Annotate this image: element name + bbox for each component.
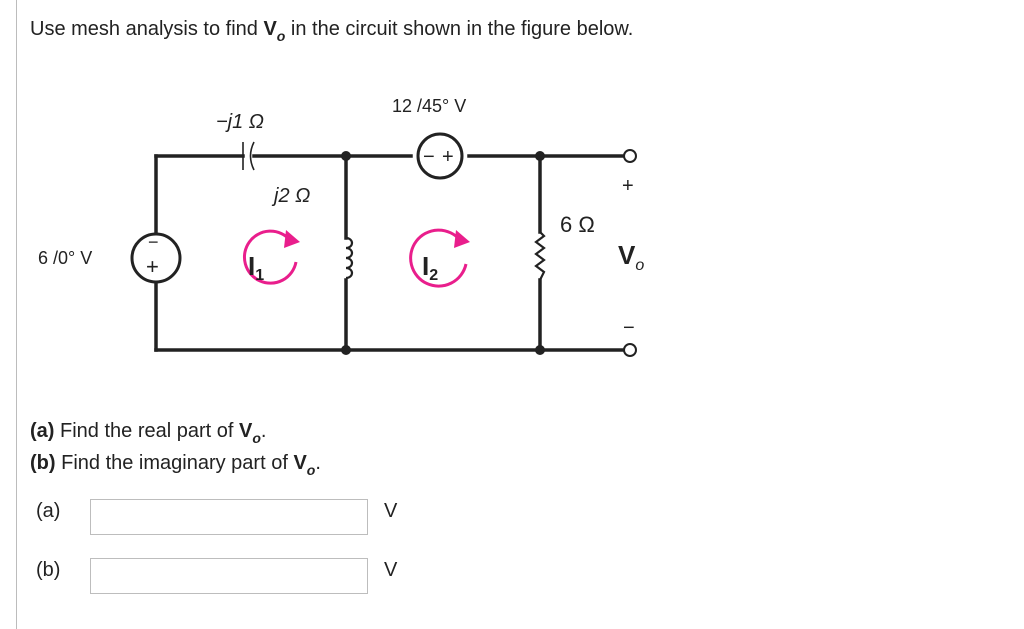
voltage-source-left bbox=[130, 232, 182, 284]
junction-dot bbox=[535, 151, 545, 161]
mesh2-label: I2 bbox=[422, 251, 438, 284]
answer-b-input[interactable] bbox=[90, 558, 368, 594]
part-b-end: . bbox=[315, 452, 321, 474]
circuit-wires bbox=[154, 154, 627, 352]
mesh1-label: I1 bbox=[248, 251, 264, 284]
terminal-top bbox=[623, 149, 637, 163]
answer-a-input[interactable] bbox=[90, 499, 368, 535]
circuit-diagram: −j1 Ω − + 12 /45° V − + 6 /0° V j2 Ω 6 Ω… bbox=[38, 96, 644, 357]
question-var-sub: o bbox=[276, 28, 286, 44]
question-var: V bbox=[263, 18, 277, 40]
answer-a-unit: V bbox=[384, 500, 398, 522]
part-a-end: . bbox=[260, 420, 267, 442]
question-prefix: Use mesh analysis to find bbox=[30, 18, 264, 40]
resistor-label: 6 Ω bbox=[560, 212, 595, 237]
mesh2-arrow-icon bbox=[409, 228, 470, 288]
question-suffix: in the circuit shown in the figure below… bbox=[285, 18, 634, 40]
source-left-minus: − bbox=[148, 232, 159, 252]
output-plus: + bbox=[622, 175, 634, 197]
voltage-source-top bbox=[416, 132, 464, 180]
capacitor-label: −j1 Ω bbox=[216, 111, 264, 133]
question-text: Use mesh analysis to find Vo in the circ… bbox=[30, 16, 634, 44]
source-top-minus: − bbox=[423, 146, 435, 168]
junction-dot bbox=[341, 345, 351, 355]
junction-dot bbox=[535, 345, 545, 355]
source-top-plus: + bbox=[442, 146, 454, 168]
part-a-var: V bbox=[239, 420, 253, 442]
source-left-label: 6 /0° V bbox=[38, 248, 92, 268]
capacitor-icon bbox=[242, 141, 255, 171]
part-b-text: (b) Find the imaginary part of Vo. bbox=[30, 450, 321, 478]
part-a-var-sub: o bbox=[252, 430, 261, 446]
mesh1-arrow-icon bbox=[242, 229, 300, 285]
inductor-label: j2 Ω bbox=[271, 185, 310, 207]
left-border bbox=[16, 0, 17, 629]
part-a-body: Find the real part of bbox=[54, 420, 239, 442]
part-a-text: (a) Find the real part of Vo. bbox=[30, 418, 267, 446]
source-top-label: 12 /45° V bbox=[392, 96, 466, 116]
resistor-icon bbox=[534, 231, 546, 281]
terminal-bottom bbox=[623, 343, 637, 357]
part-b-var-sub: o bbox=[306, 462, 316, 478]
answer-b-unit: V bbox=[384, 559, 398, 581]
answer-b-label: (b) bbox=[36, 559, 61, 581]
part-b-tag: (b) bbox=[30, 452, 56, 474]
junction-dot bbox=[341, 151, 351, 161]
inductor-icon bbox=[345, 236, 354, 280]
answer-a-label: (a) bbox=[36, 500, 61, 522]
output-minus: − bbox=[623, 317, 635, 339]
part-b-body: Find the imaginary part of bbox=[55, 452, 294, 474]
part-b-var: V bbox=[293, 452, 307, 474]
output-voltage-label: Vo bbox=[618, 240, 644, 274]
source-left-plus: + bbox=[146, 254, 159, 279]
part-a-tag: (a) bbox=[30, 420, 55, 442]
